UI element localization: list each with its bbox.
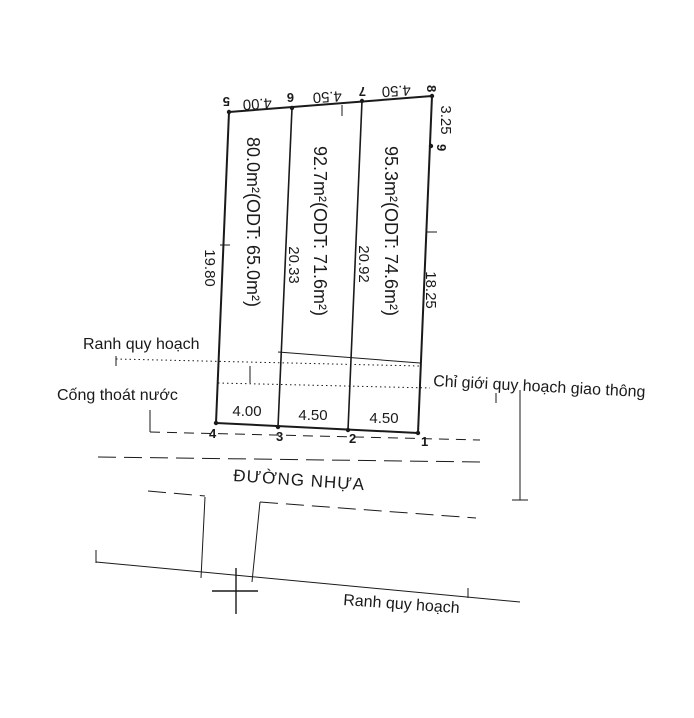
road-edge-bottom-right (259, 501, 477, 519)
divider-3-6 (277, 107, 293, 428)
point-marker-2 (345, 427, 351, 433)
point-label-8: 8 (424, 85, 439, 92)
point-label-6: 6 (287, 90, 294, 105)
setback-lines (115, 351, 528, 501)
dim-4-3: 4.00 (232, 403, 261, 420)
duong-nhua-label: ĐƯỜNG NHỰA (233, 466, 366, 494)
point-marker-3 (275, 424, 281, 430)
chi-gioi-line (217, 382, 431, 389)
dim-2-1: 4.50 (369, 410, 398, 427)
road (95, 410, 521, 614)
lot-area-3: 95.3m²(ODT: 74.6m²) (381, 146, 401, 316)
cong-thoat-nuoc-label: Cống thoát nước (57, 387, 178, 404)
top-boundary (228, 95, 433, 113)
ranh-quy-hoach-top-label: Ranh quy hoạch (83, 336, 200, 353)
ranh-quy-hoach-bottom-line (95, 561, 521, 603)
right-boundary (417, 95, 433, 434)
point-marker-4 (213, 420, 219, 426)
chi-gioi-label: Chỉ giới quy hoạch giao thông (433, 373, 646, 401)
lot-boundaries (215, 95, 433, 434)
annotations: Ranh quy hoạch Cống thoát nước Chỉ giới … (57, 336, 646, 617)
dim-3-2: 4.50 (298, 407, 327, 424)
point-label-3: 3 (276, 429, 283, 444)
road-edge-top (97, 456, 481, 463)
boundary-ticks (220, 105, 437, 246)
ranh-inner-line (277, 351, 421, 364)
point-marker-5 (226, 109, 232, 115)
dim-7-8: 4.50 (381, 81, 411, 100)
point-label-2: 2 (349, 431, 356, 446)
left-boundary (215, 111, 230, 424)
point-label-1: 1 (421, 434, 428, 449)
dim-6-7: 4.50 (312, 87, 342, 106)
dim-9-1: 18.25 (422, 271, 439, 309)
dim-5-6: 4.00 (242, 94, 272, 113)
dimension-labels: 4.00 4.50 4.50 3.25 18.25 19.80 20.33 20… (201, 81, 454, 427)
point-label-9: 9 (434, 144, 449, 151)
point-label-4: 4 (209, 426, 217, 441)
point-marker-9 (428, 143, 434, 149)
front-boundary (215, 422, 419, 434)
ranh-quy-hoach-line (115, 358, 421, 367)
lot-area-labels: 80.0m²(ODT: 65.0m²) 92.7m²(ODT: 71.6m²) … (243, 137, 401, 316)
dim-2-7: 20.92 (355, 245, 372, 283)
dim-3-6: 20.33 (285, 246, 302, 284)
road-edge-bottom-left (147, 490, 206, 497)
drain-edge-line (149, 431, 481, 441)
side-road-right (251, 501, 261, 583)
point-label-5: 5 (223, 94, 230, 109)
point-marker-6 (289, 105, 295, 111)
point-marker-8 (429, 93, 435, 99)
point-marker-1 (415, 430, 421, 436)
dim-4-5: 19.80 (201, 249, 218, 287)
point-label-7: 7 (359, 84, 366, 99)
lot-area-1: 80.0m²(ODT: 65.0m²) (243, 137, 263, 307)
point-marker-7 (359, 98, 365, 104)
point-markers (213, 93, 435, 436)
side-road-left (200, 496, 206, 579)
divider-2-7 (347, 100, 363, 431)
point-labels: 1 2 3 4 5 6 7 8 9 (209, 84, 449, 449)
lot-area-2: 92.7m²(ODT: 71.6m²) (310, 146, 330, 316)
dim-8-9: 3.25 (437, 105, 454, 134)
ranh-quy-hoach-bottom-label: Ranh quy hoạch (343, 592, 460, 617)
